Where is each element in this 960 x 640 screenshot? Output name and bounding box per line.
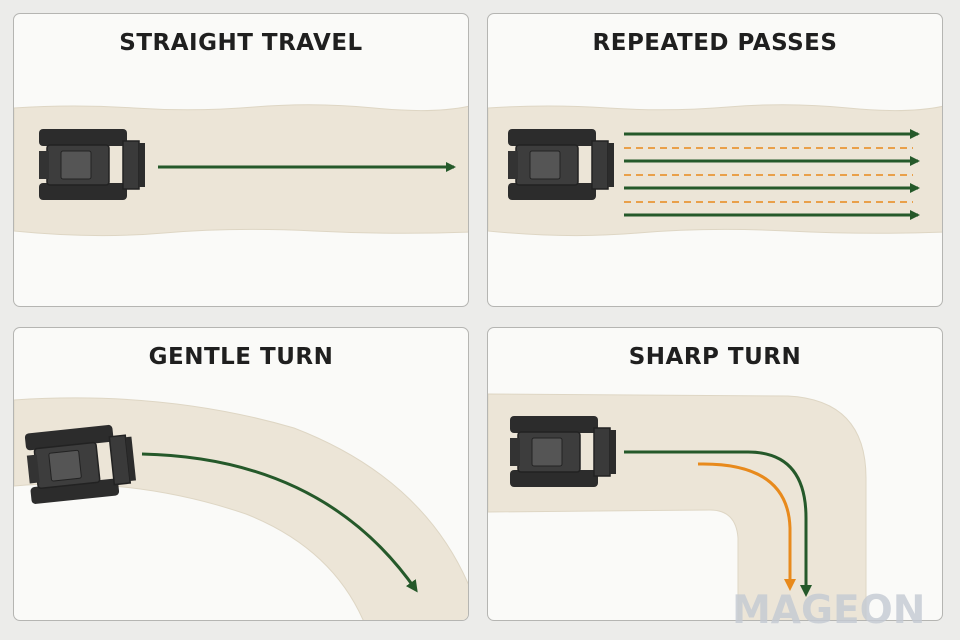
sand-path <box>488 104 942 237</box>
gentle-turn-diagram <box>14 397 468 620</box>
straight-travel-diagram <box>14 104 468 237</box>
turn-arrow <box>624 450 812 597</box>
sand-path <box>14 104 468 237</box>
tracked-machine-icon <box>508 129 614 200</box>
tracked-machine-icon <box>39 129 145 200</box>
watermark-logo: MAGEON <box>732 588 926 633</box>
panel-sharp-turn: SHARP TURN <box>487 327 943 621</box>
pass-arrows <box>624 129 920 220</box>
sand-path <box>488 393 867 620</box>
panel-straight-travel: STRAIGHT TRAVEL <box>13 13 469 307</box>
panel-title: STRAIGHT TRAVEL <box>119 30 363 56</box>
panel-title: REPEATED PASSES <box>592 30 838 56</box>
panel-title: GENTLE TURN <box>148 344 334 370</box>
panel-repeated-passes: REPEATED PASSES <box>487 13 943 307</box>
panel-gentle-turn: GENTLE TURN <box>13 327 469 621</box>
panel-title: SHARP TURN <box>628 344 802 370</box>
tracked-machine-icon <box>24 424 137 504</box>
repeated-passes-diagram <box>488 104 942 237</box>
turn-arrow <box>141 452 418 593</box>
tracked-machine-icon <box>510 416 616 487</box>
tight-turn-arrow <box>697 462 796 591</box>
sharp-turn-diagram <box>488 393 867 620</box>
